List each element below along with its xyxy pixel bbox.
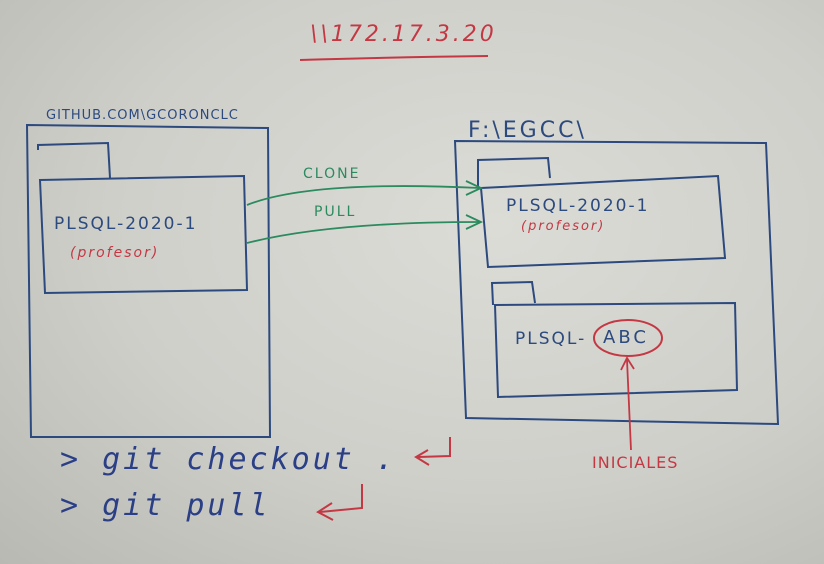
command-git-pull: > git pull	[60, 488, 271, 523]
local-repo-owner: (profesor)	[521, 219, 606, 234]
server-address: \\172.17.3.20	[310, 22, 497, 47]
initials-pointer-arrow	[626, 359, 632, 451]
clone-label: CLONE	[303, 166, 361, 182]
clone-arrow	[246, 185, 481, 206]
remote-folder-tab	[37, 141, 111, 179]
initials-circle	[593, 319, 663, 357]
local-repo-name: PLSQL-2020-1	[506, 196, 650, 216]
student-folder	[493, 301, 739, 399]
local-label: F:\EGCC\	[468, 118, 587, 143]
ip-underline	[299, 55, 489, 61]
student-folder-tab	[490, 280, 536, 306]
remote-repo-name: PLSQL-2020-1	[54, 214, 198, 234]
remote-server-box	[25, 123, 272, 438]
clone-arrowhead	[465, 180, 484, 196]
remote-repo-owner: (profesor)	[70, 245, 160, 261]
enter-symbol-1	[417, 437, 451, 458]
student-repo-initials: ABC	[603, 327, 649, 348]
local-folder-tab	[477, 156, 551, 186]
enter-symbol-1-head	[414, 449, 430, 466]
enter-symbol-2-head	[316, 502, 334, 521]
pull-arrow	[246, 221, 481, 244]
pull-label: PULL	[314, 204, 357, 220]
initials-pointer-arrowhead	[620, 356, 635, 371]
local-drive-box	[453, 139, 780, 426]
pull-arrowhead	[465, 214, 484, 230]
remote-folder	[38, 174, 249, 295]
remote-label: GITHUB.COM\GCORONCLC	[46, 108, 239, 123]
student-repo-prefix: PLSQL-	[515, 329, 587, 349]
command-git-checkout: > git checkout .	[60, 442, 397, 477]
local-folder	[479, 174, 727, 269]
initials-note: INICIALES	[592, 453, 679, 472]
enter-symbol-2	[319, 484, 363, 513]
